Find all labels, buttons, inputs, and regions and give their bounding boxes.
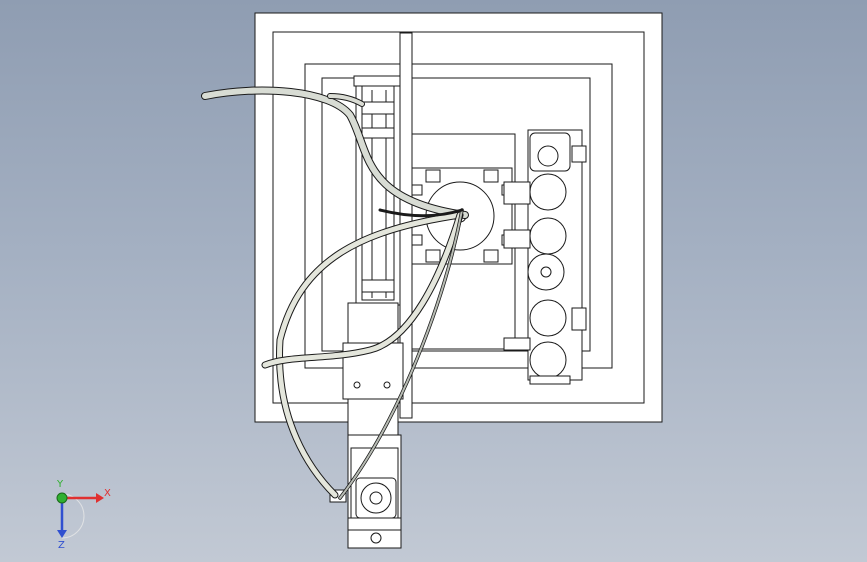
y-axis-origin xyxy=(56,492,68,504)
actuator-cap xyxy=(353,75,403,87)
x-axis-label: X xyxy=(104,488,111,499)
z-axis-arrow xyxy=(57,530,67,538)
x-axis-arrow xyxy=(96,493,104,503)
valve-manifold xyxy=(527,129,583,381)
z-axis-label: Z xyxy=(58,540,65,550)
hose-6 xyxy=(378,208,464,218)
y-axis-label: Y xyxy=(56,480,64,490)
orientation-triad: X Y Z xyxy=(56,480,111,550)
triad-corner-arc xyxy=(61,493,85,539)
actuator-carriage xyxy=(347,302,399,344)
